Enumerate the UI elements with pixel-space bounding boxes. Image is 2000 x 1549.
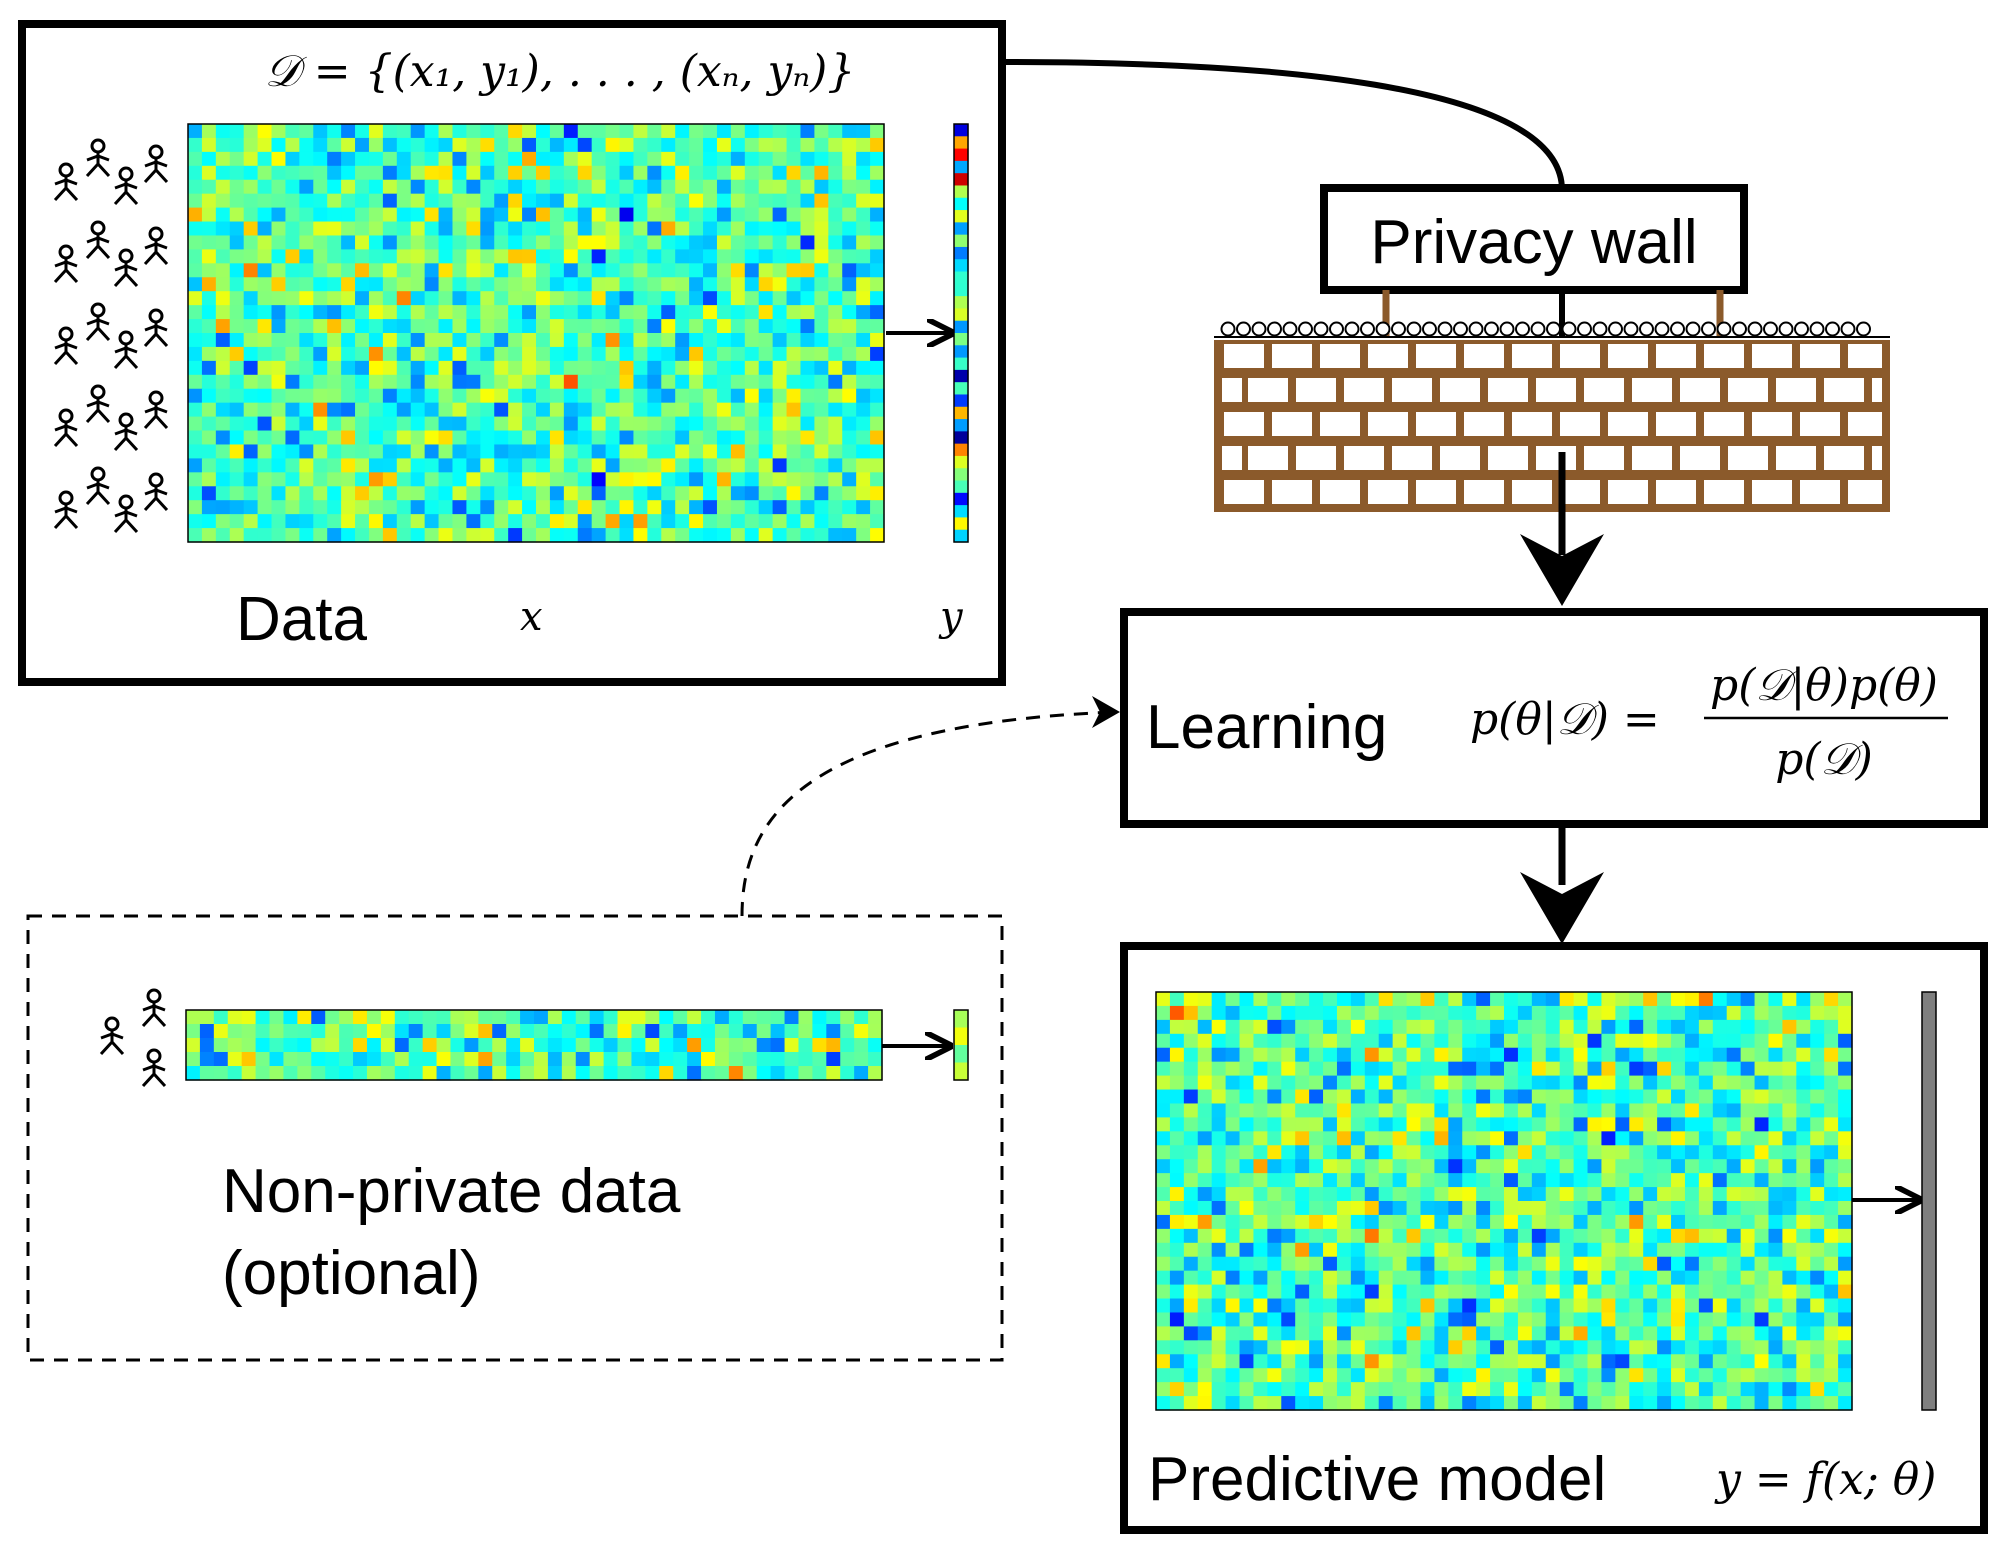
privacy-wall: Privacy wall [1214,184,1890,606]
non-private-panel: Non-private data (optional) [26,914,1004,1362]
predictive-model-label: Predictive model [1148,1445,1606,1514]
non-private-vector-y [954,1010,969,1081]
prediction-bar [1921,991,1937,1411]
non-private-heatmap-x [186,1010,883,1081]
people-icon-group [53,138,169,534]
non-private-box [26,914,1004,1362]
data-box [18,20,1006,686]
people-icon-group-small [99,988,167,1088]
posterior-lhs: p(θ|𝒟) = [1470,694,1660,745]
data-heatmap-x [188,124,885,543]
non-private-label-line2: (optional) [222,1239,480,1308]
data-vector-y [954,124,969,543]
learning-box [1120,608,1988,828]
wall-to-learning-arrowhead [1520,534,1604,606]
data-title: Data [236,585,367,654]
data-to-wall-connector [1001,59,1565,191]
predictive-model-box [1120,942,1988,1534]
x-axis-label: x [520,594,543,640]
y-axis-label: y [938,594,964,640]
posterior-denominator: p(𝒟) [1775,734,1873,785]
predictive-model-panel: Predictive model y = f(x; θ) [1120,942,1988,1534]
barbed-wire [1214,321,1890,338]
non-private-to-learning-connector [740,710,1117,917]
data-panel: 𝒟 = {(x₁, y₁), . . . , (xₙ, yₙ)} Data x … [18,20,1006,686]
model-heatmap [1156,992,1853,1411]
data-formula: 𝒟 = {(x₁, y₁), . . . , (xₙ, yₙ)} [265,46,856,97]
model-formula: y = f(x; θ) [1714,1454,1936,1505]
privacy-wall-label-box [1320,184,1748,294]
posterior-numerator: p(𝒟|θ)p(θ) [1710,660,1938,711]
learning-label: Learning [1146,693,1387,762]
non-private-label-line1: Non-private data [222,1157,681,1226]
learning-panel: Learning p(θ|𝒟) = p(𝒟|θ)p(θ) p(𝒟) [1120,608,1988,828]
learning-to-model-arrowhead [1520,872,1604,944]
privacy-wall-label: Privacy wall [1370,208,1697,277]
brick-wall [1214,340,1890,512]
